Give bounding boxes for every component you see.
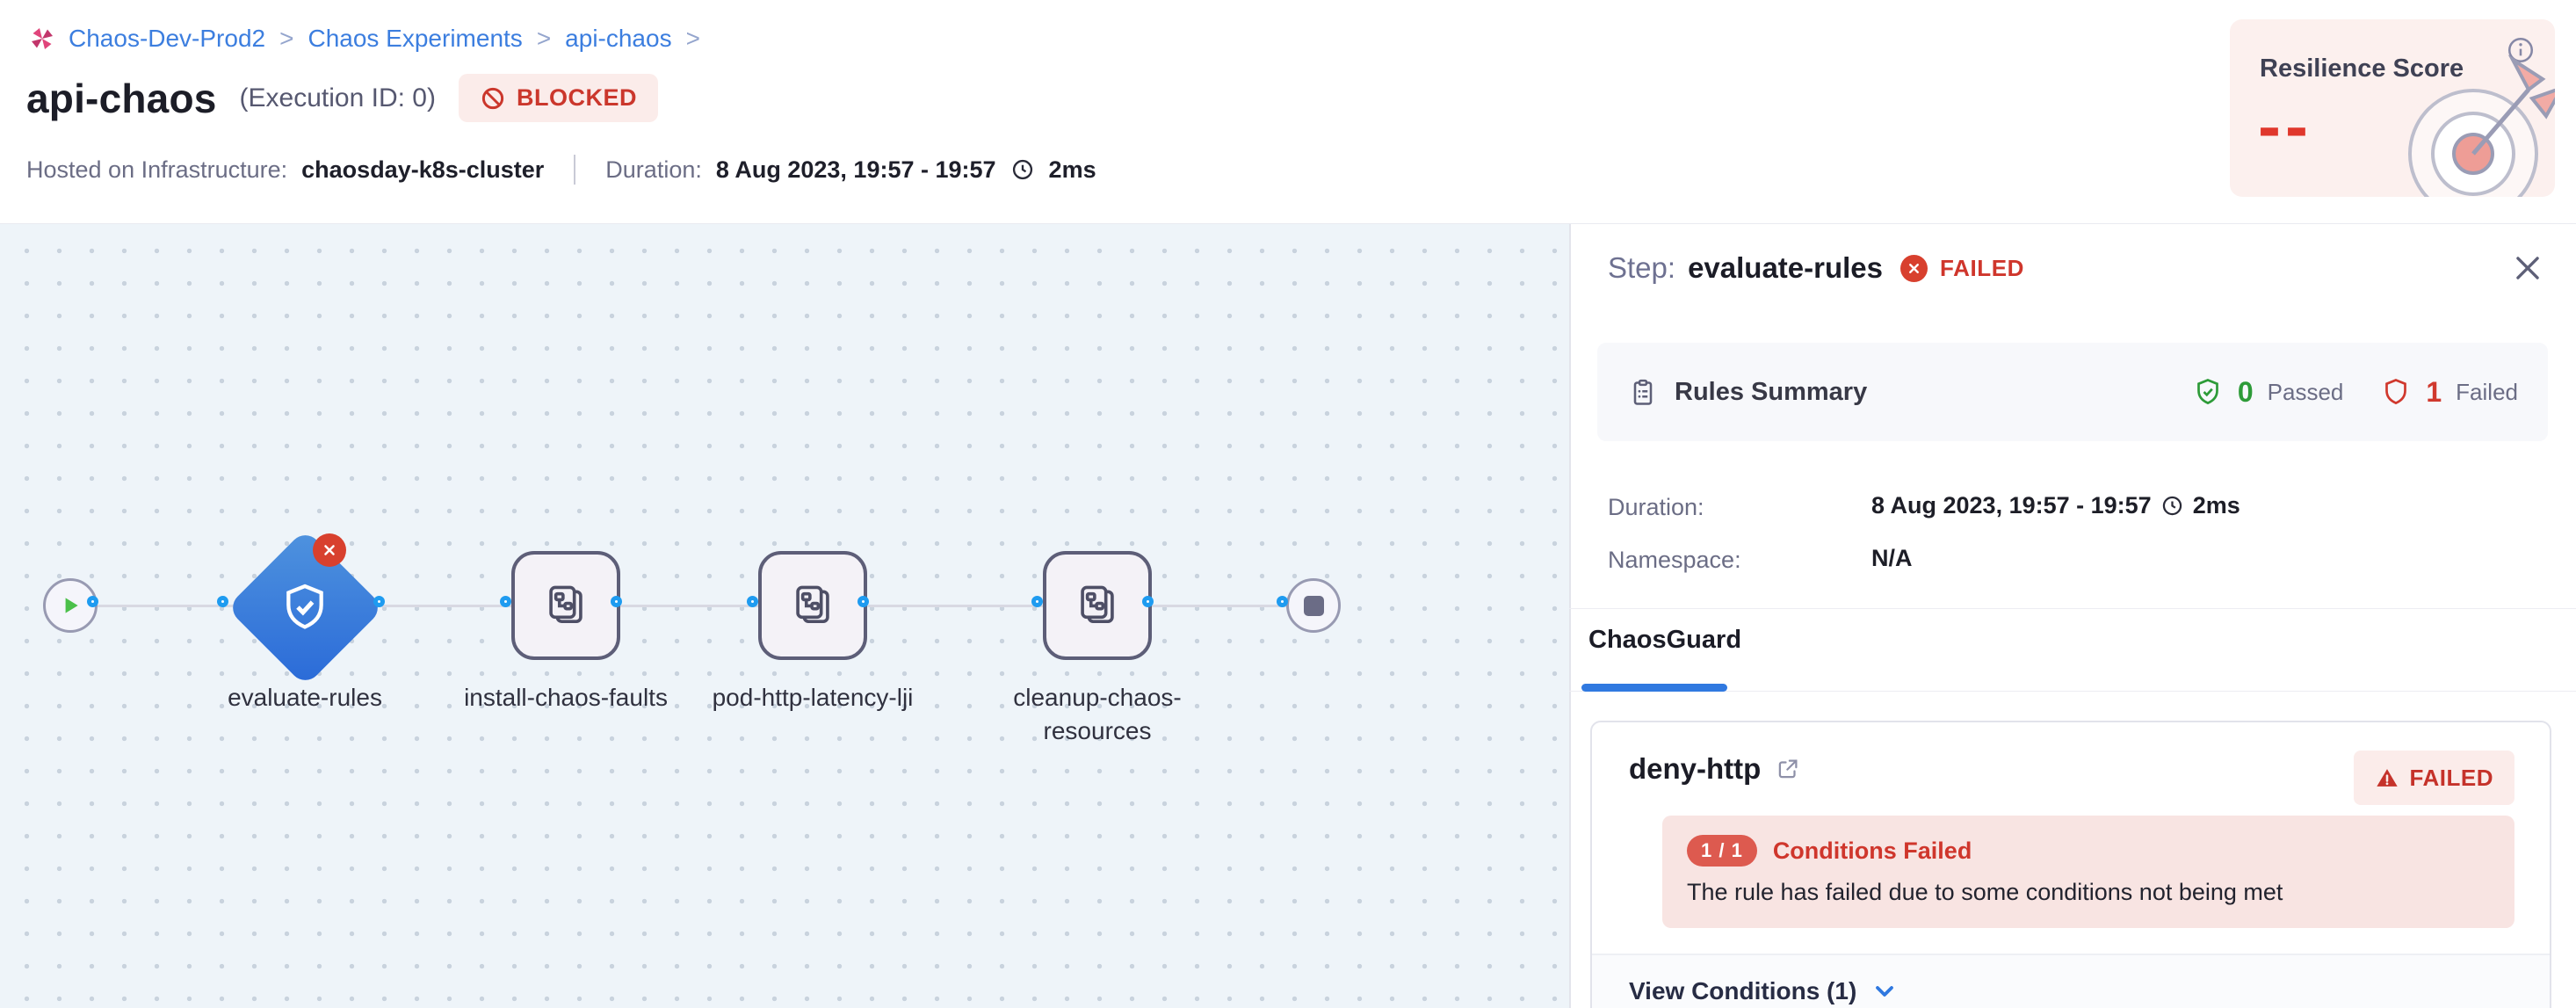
- panel-duration-label: Duration:: [1608, 494, 1704, 520]
- x-icon: [324, 545, 335, 555]
- clipboard-icon: [1633, 379, 1653, 405]
- node-label: pod-http-latency-lji: [712, 684, 914, 711]
- pipeline-canvas[interactable]: evaluate-rules install-chaos-faults pod-…: [0, 224, 1569, 1008]
- chaos-logo-icon: [32, 28, 53, 49]
- script-step-icon: [549, 585, 582, 623]
- page-title: api-chaos: [26, 75, 217, 121]
- step-header: Step: evaluate-rules FAILED: [1608, 251, 2024, 285]
- shield-passed-icon: [2196, 379, 2218, 405]
- connector-dot: [1031, 596, 1043, 607]
- breadcrumb: Chaos-Dev-Prod2 > Chaos Experiments > ap…: [26, 23, 704, 54]
- rules-summary-title: Rules Summary: [1675, 377, 1868, 406]
- node-label: install-chaos-faults: [464, 684, 668, 711]
- conditions-failed-title: Conditions Failed: [1772, 837, 1972, 864]
- warning-triangle-icon: [2376, 769, 2398, 787]
- pipeline-edge: [70, 605, 1311, 607]
- connector-dot: [500, 596, 511, 607]
- failed-count: 1: [2426, 375, 2442, 408]
- target-illustration: [2408, 54, 2555, 197]
- clock-icon: [1012, 159, 1032, 180]
- step-status: FAILED: [1940, 254, 2025, 281]
- external-link-icon[interactable]: [1775, 756, 1801, 782]
- end-node: [1286, 578, 1341, 633]
- node-failed-badge: [313, 533, 346, 567]
- tabbar-divider: [1569, 691, 2576, 692]
- duration-value: 8 Aug 2023, 19:57 - 19:57: [715, 156, 996, 183]
- breadcrumb-separator: >: [279, 25, 294, 52]
- connector-dot: [217, 596, 228, 607]
- tab-chaosguard[interactable]: ChaosGuard: [1588, 626, 1742, 654]
- breadcrumb-separator: >: [685, 25, 700, 52]
- connector-dot: [747, 596, 758, 607]
- node-pod-http-latency[interactable]: [758, 551, 867, 660]
- panel-duration-value: 8 Aug 2023, 19:57 - 19:57 2ms: [1871, 492, 2240, 519]
- rule-status-badge: FAILED: [2353, 751, 2514, 805]
- breadcrumb-project[interactable]: Chaos-Dev-Prod2: [69, 25, 266, 52]
- connector-dot: [1277, 596, 1288, 607]
- node-label: cleanup-chaos-resources: [1013, 684, 1182, 744]
- step-label: Step:: [1608, 251, 1676, 284]
- divider: [574, 155, 576, 185]
- connector-dot: [1142, 596, 1154, 607]
- page-header: Chaos-Dev-Prod2 > Chaos Experiments > ap…: [0, 0, 2576, 224]
- node-label: evaluate-rules: [228, 684, 382, 711]
- script-step-icon: [796, 585, 829, 623]
- connector-dot: [87, 596, 98, 607]
- failed-label: Failed: [2456, 378, 2518, 405]
- resilience-score-card: Resilience Score --: [2230, 19, 2555, 197]
- close-icon: [2516, 257, 2539, 279]
- chevron-down-icon: [1876, 986, 1894, 997]
- close-panel-button[interactable]: [2507, 248, 2548, 288]
- infra-label: Hosted on Infrastructure:: [26, 156, 288, 183]
- node-install-chaos-faults[interactable]: [511, 551, 620, 660]
- status-badge-blocked: BLOCKED: [458, 74, 658, 122]
- conditions-ratio-badge: 1 / 1: [1687, 835, 1757, 867]
- connector-dot: [373, 596, 385, 607]
- conditions-failed-message: The rule has failed due to some conditio…: [1687, 879, 2283, 905]
- divider: [1569, 608, 2576, 609]
- node-cleanup-chaos-resources[interactable]: [1043, 551, 1152, 660]
- rules-summary-bar: Rules Summary 0 Passed 1 Failed: [1597, 343, 2548, 441]
- panel-namespace-value: N/A: [1871, 545, 1913, 571]
- connector-dot: [857, 596, 869, 607]
- passed-count: 0: [2237, 375, 2254, 408]
- rule-status-text: FAILED: [2409, 764, 2493, 791]
- stop-icon: [1303, 595, 1324, 616]
- infra-value: chaosday-k8s-cluster: [301, 156, 545, 183]
- duration-total: 2ms: [1048, 156, 1096, 183]
- script-step-icon: [1081, 585, 1114, 623]
- resilience-value: --: [2258, 87, 2312, 164]
- connector-dot: [611, 596, 622, 607]
- execution-id: (Execution ID: 0): [239, 83, 436, 112]
- clock-icon: [2162, 496, 2182, 516]
- panel-namespace-label: Namespace:: [1608, 547, 1741, 573]
- duration-label: Duration:: [605, 156, 702, 183]
- step-name: evaluate-rules: [1688, 251, 1884, 284]
- breadcrumb-experiment[interactable]: api-chaos: [565, 25, 672, 52]
- shield-check-icon: [286, 584, 323, 629]
- resilience-title: Resilience Score: [2260, 54, 2464, 83]
- passed-label: Passed: [2267, 378, 2344, 405]
- view-conditions-label: View Conditions (1): [1629, 977, 1857, 1004]
- view-conditions-toggle[interactable]: View Conditions (1): [1592, 954, 2550, 1008]
- play-icon: [65, 598, 78, 613]
- rule-card-deny-http: deny-http FAILED 1 / 1 Conditions Failed…: [1590, 721, 2551, 1008]
- conditions-failed-alert: 1 / 1 Conditions Failed The rule has fai…: [1662, 816, 2514, 928]
- breadcrumb-separator: >: [536, 25, 552, 52]
- shield-failed-icon: [2385, 379, 2407, 405]
- info-icon[interactable]: [2506, 35, 2536, 65]
- blocked-icon: [481, 87, 504, 109]
- failed-circle-icon: [1900, 254, 1928, 282]
- rule-name-link[interactable]: deny-http: [1629, 752, 1762, 785]
- breadcrumb-experiments[interactable]: Chaos Experiments: [308, 25, 523, 52]
- active-tab-indicator: [1581, 684, 1727, 692]
